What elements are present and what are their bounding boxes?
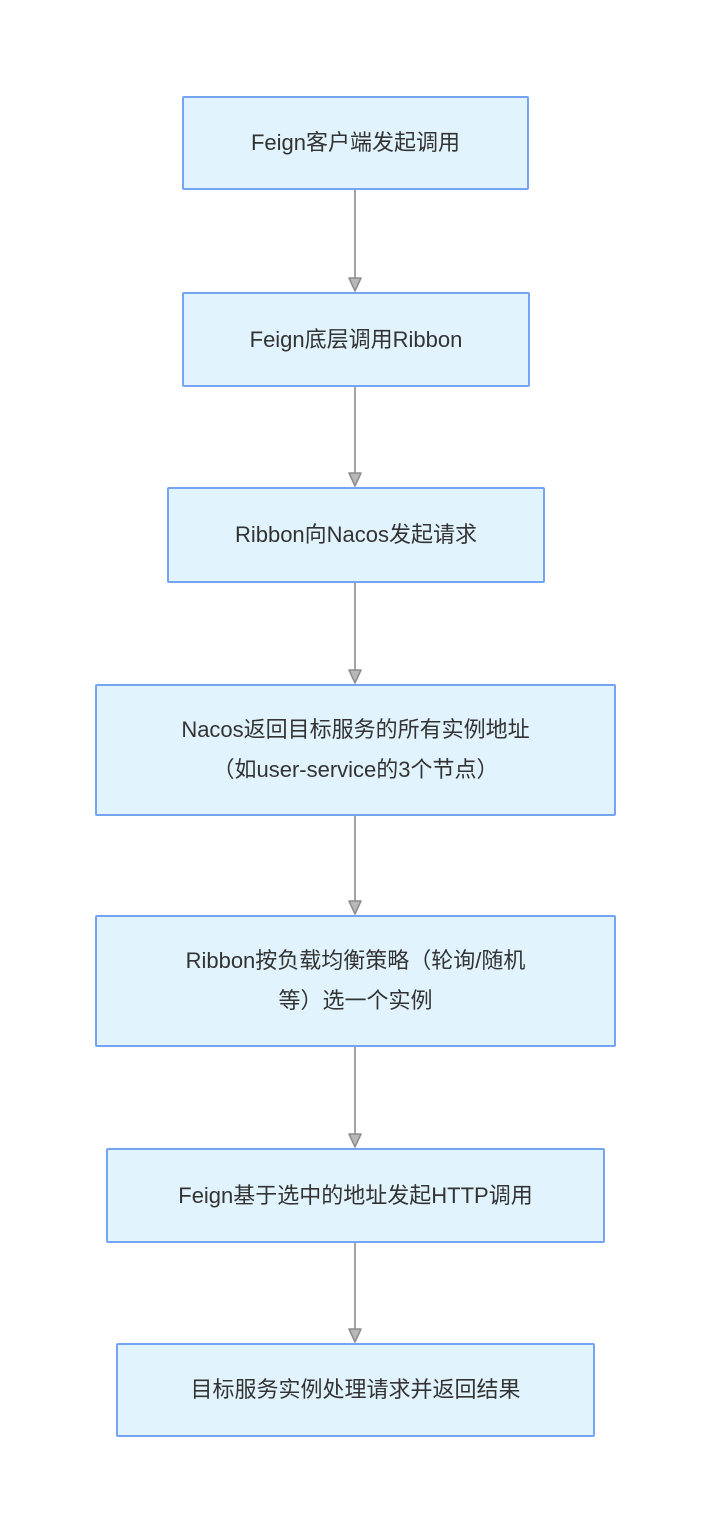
arrow-down-icon: [348, 1243, 362, 1343]
arrow-down-icon: [348, 387, 362, 487]
arrow-down-icon: [348, 583, 362, 684]
flow-node-label: Ribbon向Nacos发起请求: [234, 522, 478, 547]
flow-node-label: Feign客户端发起调用: [250, 130, 461, 155]
flow-node-label: Nacos返回目标服务的所有实例地址 （如user-service的3个节点）: [181, 717, 530, 782]
flow-node-label: Ribbon按负载均衡策略（轮询/随机 等）选一个实例: [185, 948, 526, 1013]
flow-node-ribbon-requests-nacos: Ribbon向Nacos发起请求: [167, 487, 545, 583]
arrow-down-icon: [348, 816, 362, 915]
flow-node-feign-calls-ribbon: Feign底层调用Ribbon: [182, 292, 530, 387]
flow-node-target-service-response: 目标服务实例处理请求并返回结果: [116, 1343, 595, 1437]
arrow-down-icon: [348, 1047, 362, 1148]
flow-node-nacos-returns-instances: Nacos返回目标服务的所有实例地址 （如user-service的3个节点）: [95, 684, 616, 816]
flow-node-label: 目标服务实例处理请求并返回结果: [190, 1377, 521, 1402]
flow-node-feign-client: Feign客户端发起调用: [182, 96, 529, 190]
arrow-down-icon: [348, 190, 362, 292]
flow-node-feign-http-call: Feign基于选中的地址发起HTTP调用: [106, 1148, 605, 1243]
flow-node-label: Feign底层调用Ribbon: [249, 326, 463, 352]
flow-node-label: Feign基于选中的地址发起HTTP调用: [178, 1182, 533, 1208]
flow-node-ribbon-load-balance: Ribbon按负载均衡策略（轮询/随机 等）选一个实例: [95, 915, 616, 1047]
